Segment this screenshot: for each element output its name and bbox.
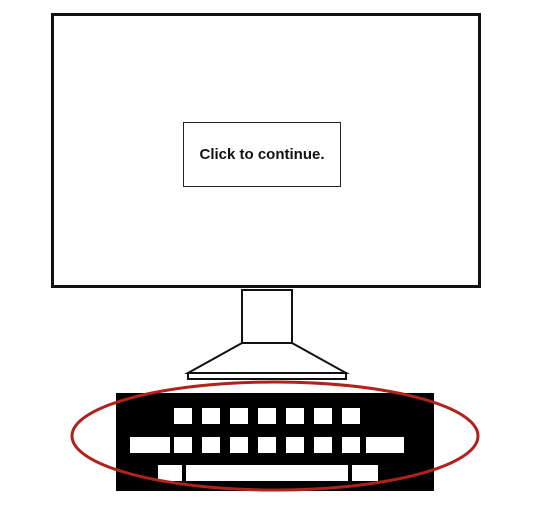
keyboard-key [342,408,360,424]
keyboard-key [286,408,304,424]
keyboard-key [230,408,248,424]
monitor-base [184,342,350,374]
keyboard-key [314,408,332,424]
keyboard-key [174,408,192,424]
keyboard-key [202,437,220,453]
keyboard-key [202,408,220,424]
keyboard-key [258,408,276,424]
keyboard-key-wide [366,437,404,453]
keyboard-spacebar [186,465,348,481]
keyboard-key [158,465,182,481]
continue-button[interactable]: Click to continue. [183,122,341,187]
keyboard-key [342,437,360,453]
monitor-neck [241,289,293,344]
keyboard-icon [116,393,434,491]
keyboard-key-wide [130,437,170,453]
monitor-foot [187,372,347,380]
keyboard-key [174,437,192,453]
highlight-ellipse [70,380,480,492]
keyboard-key [258,437,276,453]
keyboard-key [314,437,332,453]
continue-button-label: Click to continue. [199,146,325,163]
keyboard-key [352,465,378,481]
keyboard-key [230,437,248,453]
keyboard-key [286,437,304,453]
monitor-stand [184,289,350,380]
